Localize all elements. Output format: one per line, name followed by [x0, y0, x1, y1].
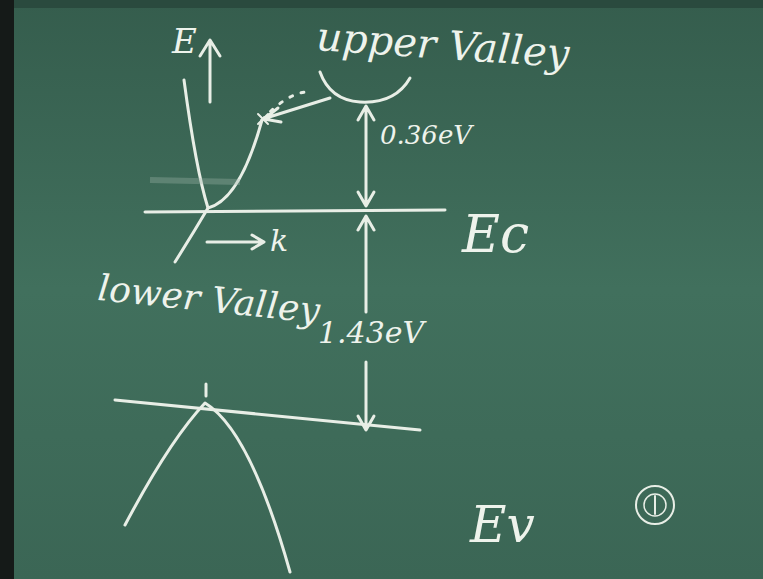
band-label: Ec	[462, 208, 529, 260]
band-label: Ev	[470, 500, 535, 550]
conduction-band-edge	[145, 210, 445, 212]
dimension-arrow	[358, 362, 374, 430]
dimension-arrow	[358, 106, 374, 206]
axis-label: E	[172, 24, 197, 58]
board-edge	[0, 0, 14, 579]
transfer-arrow	[264, 98, 330, 122]
k-axis	[207, 235, 264, 249]
energy-axis	[200, 40, 220, 102]
dimension-label: 1.43eV	[318, 318, 424, 348]
upper-valley-curve	[320, 72, 410, 102]
board-edge	[14, 0, 763, 8]
emblem	[644, 494, 666, 516]
lower-valley-curve	[208, 120, 262, 208]
valence-band-edge	[115, 400, 420, 430]
emblem	[654, 496, 656, 514]
lower-valley-curve	[175, 80, 208, 262]
axis-label: k	[270, 226, 288, 256]
dimension-arrow	[358, 216, 374, 312]
smudge	[150, 180, 240, 182]
dimension-label: 0.36eV	[380, 122, 472, 148]
valence-band-curve	[125, 403, 290, 572]
tick-mark	[205, 384, 208, 396]
cross-mark	[258, 114, 268, 124]
emblem	[636, 486, 674, 524]
